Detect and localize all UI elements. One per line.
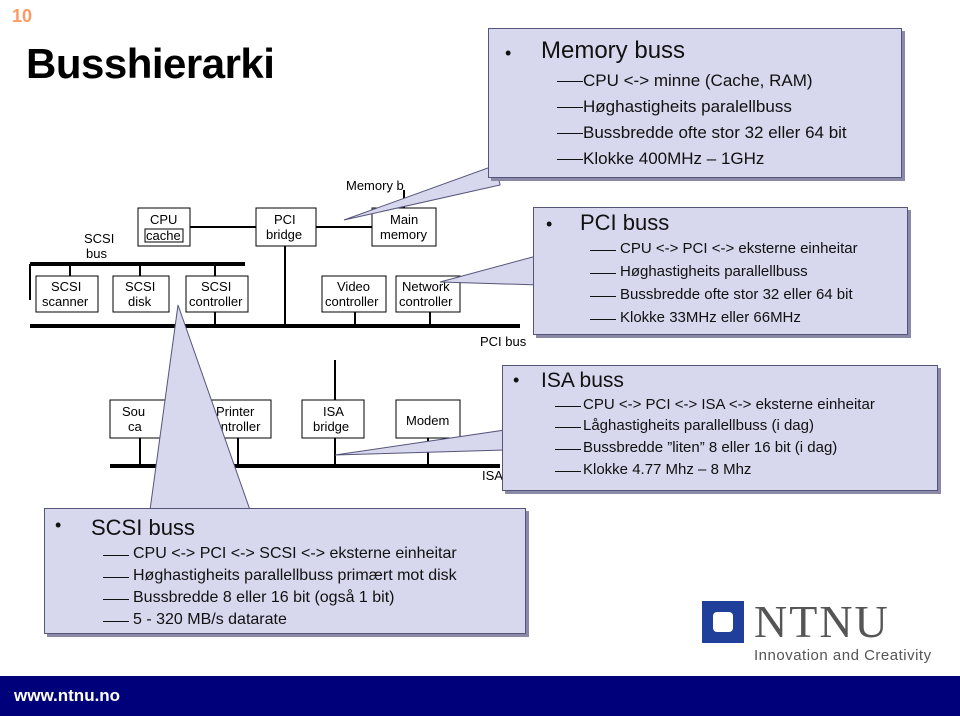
- video-controller-label-1: Video: [337, 279, 370, 294]
- scsi-scanner-label-1: SCSI: [51, 279, 81, 294]
- main-memory-box-label-1: Main: [390, 212, 418, 227]
- pci-bus-heading: PCI buss: [580, 210, 670, 235]
- memory-bus-label: Memory b: [346, 178, 404, 193]
- bullet-icon: •: [505, 43, 512, 63]
- modem-label: Modem: [406, 413, 449, 428]
- memory-bus-line: Høghastigheits paralellbuss: [583, 97, 792, 116]
- network-controller-label-2: controller: [399, 294, 453, 309]
- scsi-bus-label-2: bus: [86, 246, 107, 261]
- pci-bus-callout: • PCI buss CPU <-> PCI <-> eksterne einh…: [533, 207, 908, 335]
- pci-bridge-box-label-2: bridge: [266, 227, 302, 242]
- dash-icon: [555, 427, 581, 428]
- pci-bus-line: Klokke 33MHz eller 66MHz: [620, 309, 801, 326]
- memory-bus-heading: Memory buss: [541, 37, 686, 64]
- dash-icon: [103, 599, 129, 600]
- ntnu-tagline: Innovation and Creativity: [754, 647, 932, 664]
- dash-icon: [555, 406, 581, 407]
- isa-bus-line: Bussbredde ”liten” 8 eller 16 bit (i dag…: [583, 439, 838, 456]
- scsi-controller-label-1: SCSI: [201, 279, 231, 294]
- bullet-icon: •: [546, 214, 553, 234]
- scsi-disk-label-1: SCSI: [125, 279, 155, 294]
- scsi-disk-label-2: disk: [128, 294, 152, 309]
- memory-bus-line: CPU <-> minne (Cache, RAM): [583, 71, 813, 90]
- scsi-bus-line: CPU <-> PCI <-> SCSI <-> eksterne einhei…: [133, 545, 457, 562]
- footer-url[interactable]: www.ntnu.no: [14, 686, 121, 705]
- scsi-bus-heading: SCSI buss: [91, 515, 195, 540]
- dash-icon: [103, 621, 129, 622]
- scsi-bus-line: Høghastigheits parallellbuss primært mot…: [133, 567, 457, 584]
- printer-controller-label-1: Printer: [216, 404, 255, 419]
- scsi-bus-label-1: SCSI: [84, 231, 114, 246]
- isa-bridge-label-2: bridge: [313, 419, 349, 434]
- dash-icon: [590, 319, 616, 320]
- dash-icon: [590, 273, 616, 274]
- ntnu-emblem-icon: [702, 601, 744, 643]
- bullet-icon: •: [55, 515, 62, 535]
- footer-bar: www.ntnu.no: [0, 676, 960, 716]
- memory-bus-callout: • Memory buss CPU <-> minne (Cache, RAM)…: [488, 28, 902, 178]
- main-memory-box-label-2: memory: [380, 227, 427, 242]
- scsi-bus-line: Bussbredde 8 eller 16 bit (også 1 bit): [133, 589, 395, 606]
- isa-bus-line: Klokke 4.77 Mhz – 8 Mhz: [583, 461, 752, 478]
- pci-bus-line: CPU <-> PCI <-> eksterne einheitar: [620, 240, 858, 257]
- isa-bus-heading: ISA buss: [541, 369, 624, 392]
- dash-icon: [590, 250, 616, 251]
- isa-bus-line: Låghastigheits parallellbuss (i dag): [583, 417, 814, 434]
- slide-number: 10: [12, 6, 33, 26]
- dash-icon: [590, 296, 616, 297]
- isa-bridge-label-1: ISA: [323, 404, 344, 419]
- isa-bus-label: ISA: [482, 468, 503, 483]
- memory-bus-line: Bussbredde ofte stor 32 eller 64 bit: [583, 123, 847, 142]
- scsi-bus-callout: • SCSI buss CPU <-> PCI <-> SCSI <-> eks…: [44, 508, 526, 634]
- slide-title: Busshierarki: [26, 40, 275, 87]
- cpu-box-label-1: CPU: [150, 212, 177, 227]
- dash-icon: [557, 81, 583, 82]
- pci-bridge-box-label-1: PCI: [274, 212, 296, 227]
- pci-bus-label: PCI bus: [480, 334, 527, 349]
- dash-icon: [557, 159, 583, 160]
- sound-card-label-2: ca: [128, 419, 143, 434]
- dash-icon: [557, 107, 583, 108]
- scsi-controller-label-2: controller: [189, 294, 243, 309]
- scsi-bus-line: 5 - 320 MB/s datarate: [133, 611, 287, 628]
- bullet-icon: •: [513, 370, 520, 390]
- sound-card-label-1: Sou: [122, 404, 145, 419]
- cpu-box-label-2: cache: [146, 228, 181, 243]
- network-controller-label-1: Network: [402, 279, 450, 294]
- video-controller-label-2: controller: [325, 294, 379, 309]
- dash-icon: [555, 449, 581, 450]
- bus-diagram: Memory b PCI bus SCSI bus ISA CPU cache …: [29, 164, 541, 511]
- isa-bus-line: CPU <-> PCI <-> ISA <-> eksterne einheit…: [583, 396, 875, 413]
- dash-icon: [103, 577, 129, 578]
- dash-icon: [103, 555, 129, 556]
- pci-bus-line: Bussbredde ofte stor 32 eller 64 bit: [620, 286, 853, 303]
- dash-icon: [555, 471, 581, 472]
- ntnu-wordmark: NTNU: [754, 596, 890, 647]
- pci-bus-line: Høghastigheits parallellbuss: [620, 263, 808, 280]
- scsi-scanner-label-2: scanner: [42, 294, 89, 309]
- memory-bus-line: Klokke 400MHz – 1GHz: [583, 149, 765, 168]
- isa-bus-callout: • ISA buss CPU <-> PCI <-> ISA <-> ekste…: [502, 365, 938, 491]
- dash-icon: [557, 133, 583, 134]
